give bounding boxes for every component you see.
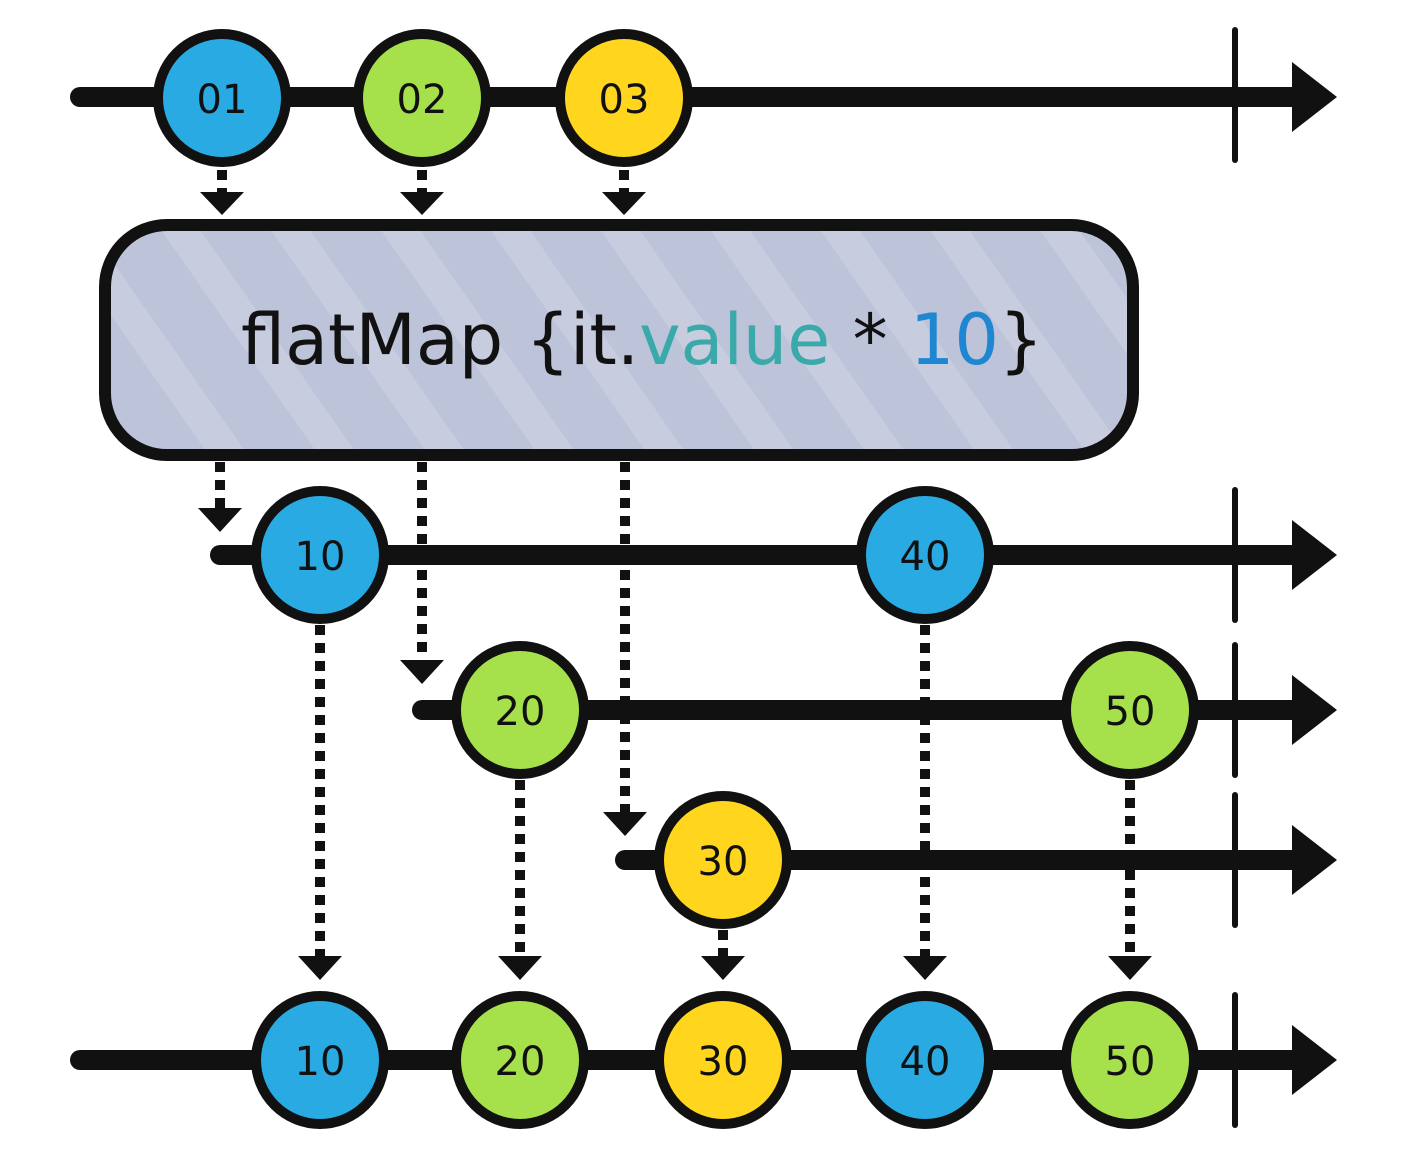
arrow-head-icon bbox=[1292, 520, 1337, 590]
inner-to-output-arrows bbox=[298, 625, 1152, 980]
marble-label: 50 bbox=[1105, 1039, 1156, 1085]
operator-times: * bbox=[830, 299, 910, 381]
inner1-marble-10: 10 bbox=[251, 486, 389, 624]
marble-label: 30 bbox=[698, 839, 749, 885]
down-arrow-icon bbox=[903, 956, 947, 980]
down-arrow-icon bbox=[701, 956, 745, 980]
inner-timeline-1: 10 40 bbox=[210, 486, 1337, 624]
marble-label: 20 bbox=[495, 689, 546, 735]
operator-box: flatMap {it.value * 10} bbox=[85, 219, 1154, 461]
down-arrow-icon bbox=[200, 192, 244, 215]
arrow-head-icon bbox=[1292, 675, 1337, 745]
down-arrow-icon bbox=[400, 192, 444, 215]
marble-label: 20 bbox=[495, 1039, 546, 1085]
inner3-marble-30: 30 bbox=[654, 791, 792, 929]
marble-label: 50 bbox=[1105, 689, 1156, 735]
output-marble-20: 20 bbox=[451, 991, 589, 1129]
input-marble-03: 03 bbox=[555, 29, 693, 167]
down-arrow-icon bbox=[498, 956, 542, 980]
arrow-head-icon bbox=[1292, 62, 1337, 132]
marble-label: 10 bbox=[295, 1039, 346, 1085]
input-timeline: 01 02 03 bbox=[70, 27, 1337, 167]
output-marble-10: 10 bbox=[251, 991, 389, 1129]
inner1-marble-40: 40 bbox=[856, 486, 994, 624]
marble-label: 10 bbox=[295, 534, 346, 580]
output-marble-40: 40 bbox=[856, 991, 994, 1129]
marble-label: 40 bbox=[900, 1039, 951, 1085]
marble-label: 30 bbox=[698, 1039, 749, 1085]
inner-timeline-3: 30 bbox=[615, 791, 1337, 929]
operator-prefix: flatMap {it. bbox=[241, 299, 639, 381]
marble-label: 01 bbox=[197, 77, 248, 123]
arrow-head-icon bbox=[1292, 825, 1337, 895]
inner2-marble-50: 50 bbox=[1061, 641, 1199, 779]
down-arrow-icon bbox=[1108, 956, 1152, 980]
input-dashed-arrows bbox=[200, 170, 646, 215]
marble-label: 40 bbox=[900, 534, 951, 580]
marble-label: 03 bbox=[599, 77, 650, 123]
inner-timeline-2: 20 50 bbox=[412, 641, 1337, 779]
output-timeline: 10 20 30 40 50 bbox=[70, 991, 1337, 1129]
output-marble-50: 50 bbox=[1061, 991, 1199, 1129]
down-arrow-icon bbox=[400, 660, 444, 684]
output-marble-30: 30 bbox=[654, 991, 792, 1129]
input-marble-01: 01 bbox=[153, 29, 291, 167]
operator-suffix: } bbox=[999, 299, 1044, 381]
down-arrow-icon bbox=[603, 812, 647, 836]
operator-number: 10 bbox=[910, 299, 999, 381]
operator-property: value bbox=[639, 299, 830, 381]
input-marble-02: 02 bbox=[353, 29, 491, 167]
down-arrow-icon bbox=[602, 192, 646, 215]
inner2-marble-20: 20 bbox=[451, 641, 589, 779]
down-arrow-icon bbox=[298, 956, 342, 980]
arrow-head-icon bbox=[1292, 1025, 1337, 1095]
marble-label: 02 bbox=[397, 77, 448, 123]
operator-label: flatMap {it.value * 10} bbox=[85, 299, 1154, 381]
down-arrow-icon bbox=[198, 508, 242, 532]
